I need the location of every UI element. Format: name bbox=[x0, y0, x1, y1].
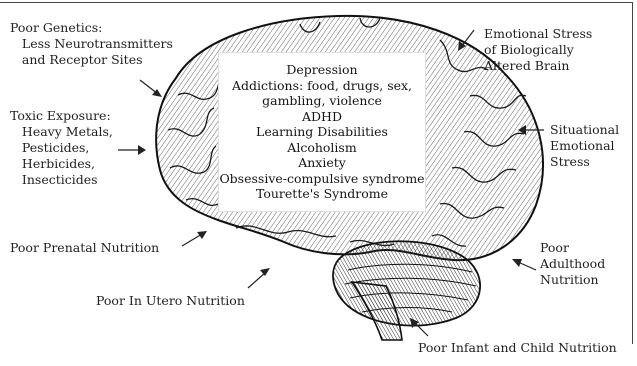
label-poor-prenatal-nutrition: Poor Prenatal Nutrition bbox=[10, 240, 159, 256]
label-poor-infant-child-nutrition: Poor Infant and Child Nutrition bbox=[418, 340, 617, 356]
label-poor-genetics: Poor Genetics: Less Neurotransmitters an… bbox=[10, 20, 173, 68]
condition-item: Alcoholism bbox=[287, 140, 356, 156]
condition-item: Obsessive-compulsive syndrome bbox=[219, 171, 424, 187]
condition-item: Anxiety bbox=[298, 155, 346, 171]
condition-item: gambling, violence bbox=[262, 93, 382, 109]
arrow-adulthood bbox=[512, 259, 536, 270]
label-situational-emotional-stress: Situational Emotional Stress bbox=[550, 122, 619, 170]
arrow-toxic-exposure bbox=[118, 145, 146, 155]
label-toxic-exposure: Toxic Exposure: Heavy Metals, Pesticides… bbox=[10, 108, 113, 188]
condition-item: Addictions: food, drugs, sex, bbox=[232, 78, 412, 94]
condition-item: Tourette's Syndrome bbox=[256, 186, 388, 202]
arrow-in-utero bbox=[248, 268, 270, 288]
condition-item: Learning Disabilities bbox=[256, 124, 388, 140]
condition-item: ADHD bbox=[302, 109, 342, 125]
label-poor-in-utero-nutrition: Poor In Utero Nutrition bbox=[96, 293, 245, 309]
arrow-prenatal bbox=[182, 231, 207, 246]
label-emotional-stress-biological: Emotional Stress of Biologically Altered… bbox=[484, 26, 592, 74]
conditions-box: Depression Addictions: food, drugs, sex,… bbox=[218, 52, 426, 212]
condition-item: Depression bbox=[286, 62, 357, 78]
label-poor-adulthood-nutrition: Poor Adulthood Nutrition bbox=[540, 240, 605, 288]
arrow-poor-genetics bbox=[140, 80, 162, 97]
